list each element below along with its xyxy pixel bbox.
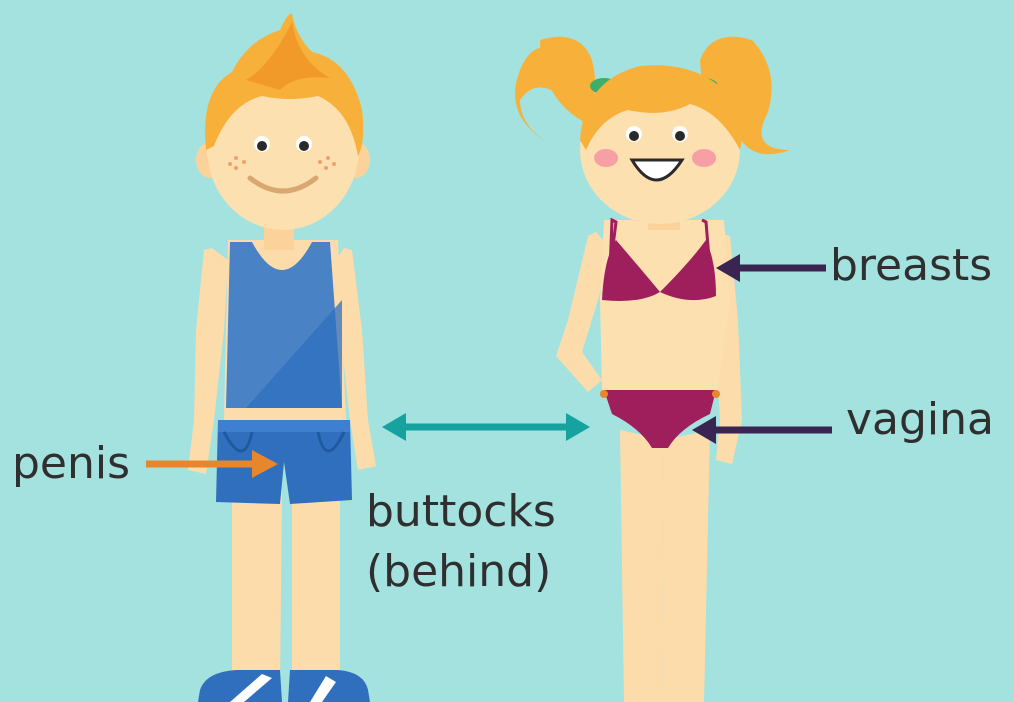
penis-arrow [146, 450, 278, 478]
penis-label: penis [12, 438, 130, 489]
buttocks-arrow [382, 413, 590, 441]
buttocks-label: buttocks [366, 486, 556, 537]
vagina-arrow [692, 416, 832, 444]
buttocks-sublabel: (behind) [366, 546, 551, 597]
girl-figure [515, 37, 790, 702]
boy-figure [188, 14, 376, 702]
breasts-label: breasts [830, 240, 992, 291]
vagina-label: vagina [846, 394, 994, 445]
